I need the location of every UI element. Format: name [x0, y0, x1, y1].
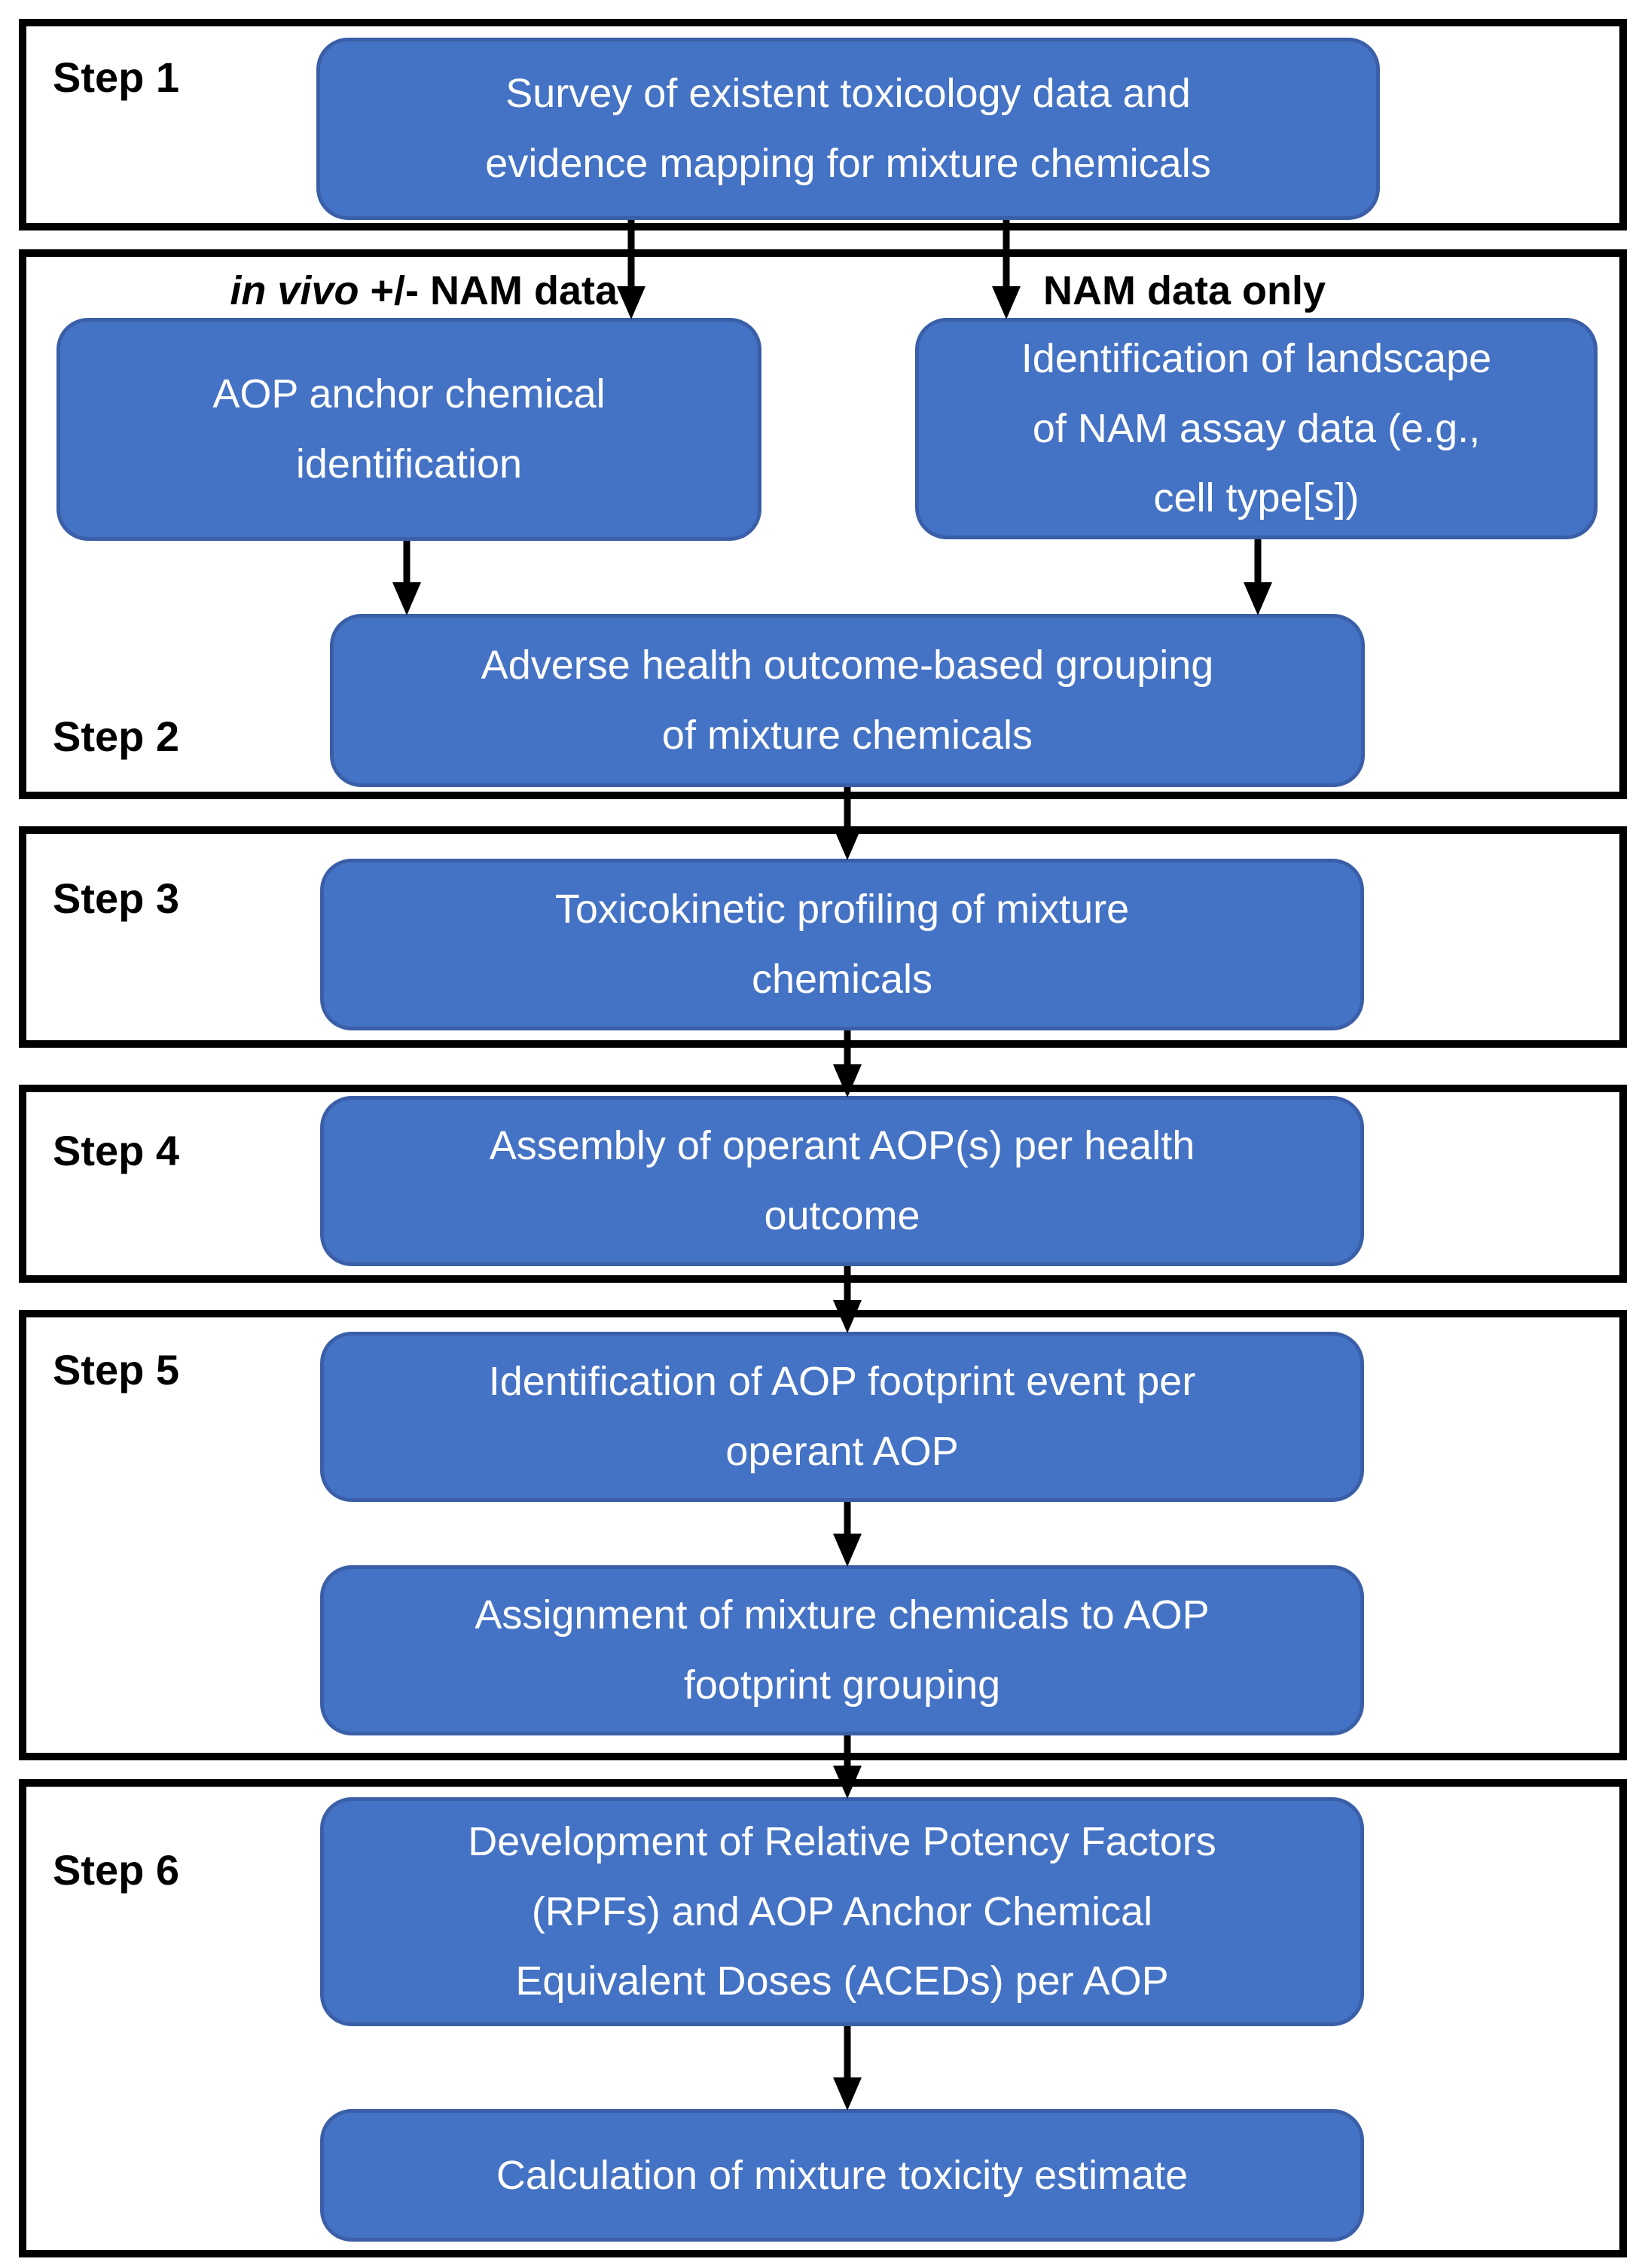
- branch-label-nam-data-only: NAM data only: [1043, 268, 1326, 313]
- arrow-aop-anchor-to-grouping-icon: [392, 541, 422, 615]
- step-1-label: Step 1: [53, 53, 180, 101]
- arrow-rpf-to-calculation-icon: [832, 2026, 862, 2111]
- branch-label-in-vivo-nam-data: in vivo +/- NAM data: [98, 267, 618, 314]
- box-rpf-aced-development: Development of Relative Potency Factors …: [320, 1797, 1364, 2026]
- arrow-grouping-to-toxicokinetic-icon: [832, 787, 862, 860]
- step-4-label: Step 4: [53, 1127, 180, 1174]
- box-mixture-toxicity-calculation: Calculation of mixture toxicity estimate: [320, 2109, 1364, 2242]
- box-aop-assembly: Assembly of operant AOP(s) per health ou…: [320, 1096, 1364, 1266]
- step-5-label: Step 5: [53, 1346, 180, 1393]
- box-survey-toxicology-data: Survey of existent toxicology data and e…: [316, 38, 1380, 220]
- step-6-label: Step 6: [53, 1846, 180, 1894]
- step-3-label: Step 3: [53, 875, 180, 922]
- arrow-assembly-to-footprint-icon: [832, 1266, 862, 1333]
- step-2-label: Step 2: [53, 713, 180, 760]
- branch-label-in-vivo-italic: in vivo: [230, 268, 359, 313]
- box-adverse-outcome-grouping: Adverse health outcome-based grouping of…: [330, 614, 1365, 787]
- arrow-assignment-to-rpf-icon: [832, 1735, 862, 1799]
- arrow-footprint-to-assignment-icon: [832, 1502, 862, 1567]
- box-aop-anchor-identification: AOP anchor chemical identification: [56, 318, 761, 541]
- arrow-step1-to-nam-landscape-icon: [991, 220, 1021, 319]
- box-footprint-assignment: Assignment of mixture chemicals to AOP f…: [320, 1565, 1364, 1735]
- arrow-toxicokinetic-to-assembly-icon: [832, 1030, 862, 1097]
- box-aop-footprint-event: Identification of AOP footprint event pe…: [320, 1332, 1364, 1502]
- branch-label-in-vivo-rest: +/- NAM data: [359, 268, 618, 313]
- arrow-nam-landscape-to-grouping-icon: [1243, 539, 1273, 615]
- box-nam-assay-landscape: Identification of landscape of NAM assay…: [915, 318, 1598, 539]
- arrow-step1-to-aop-anchor-icon: [616, 220, 646, 319]
- box-toxicokinetic-profiling: Toxicokinetic profiling of mixture chemi…: [320, 859, 1364, 1030]
